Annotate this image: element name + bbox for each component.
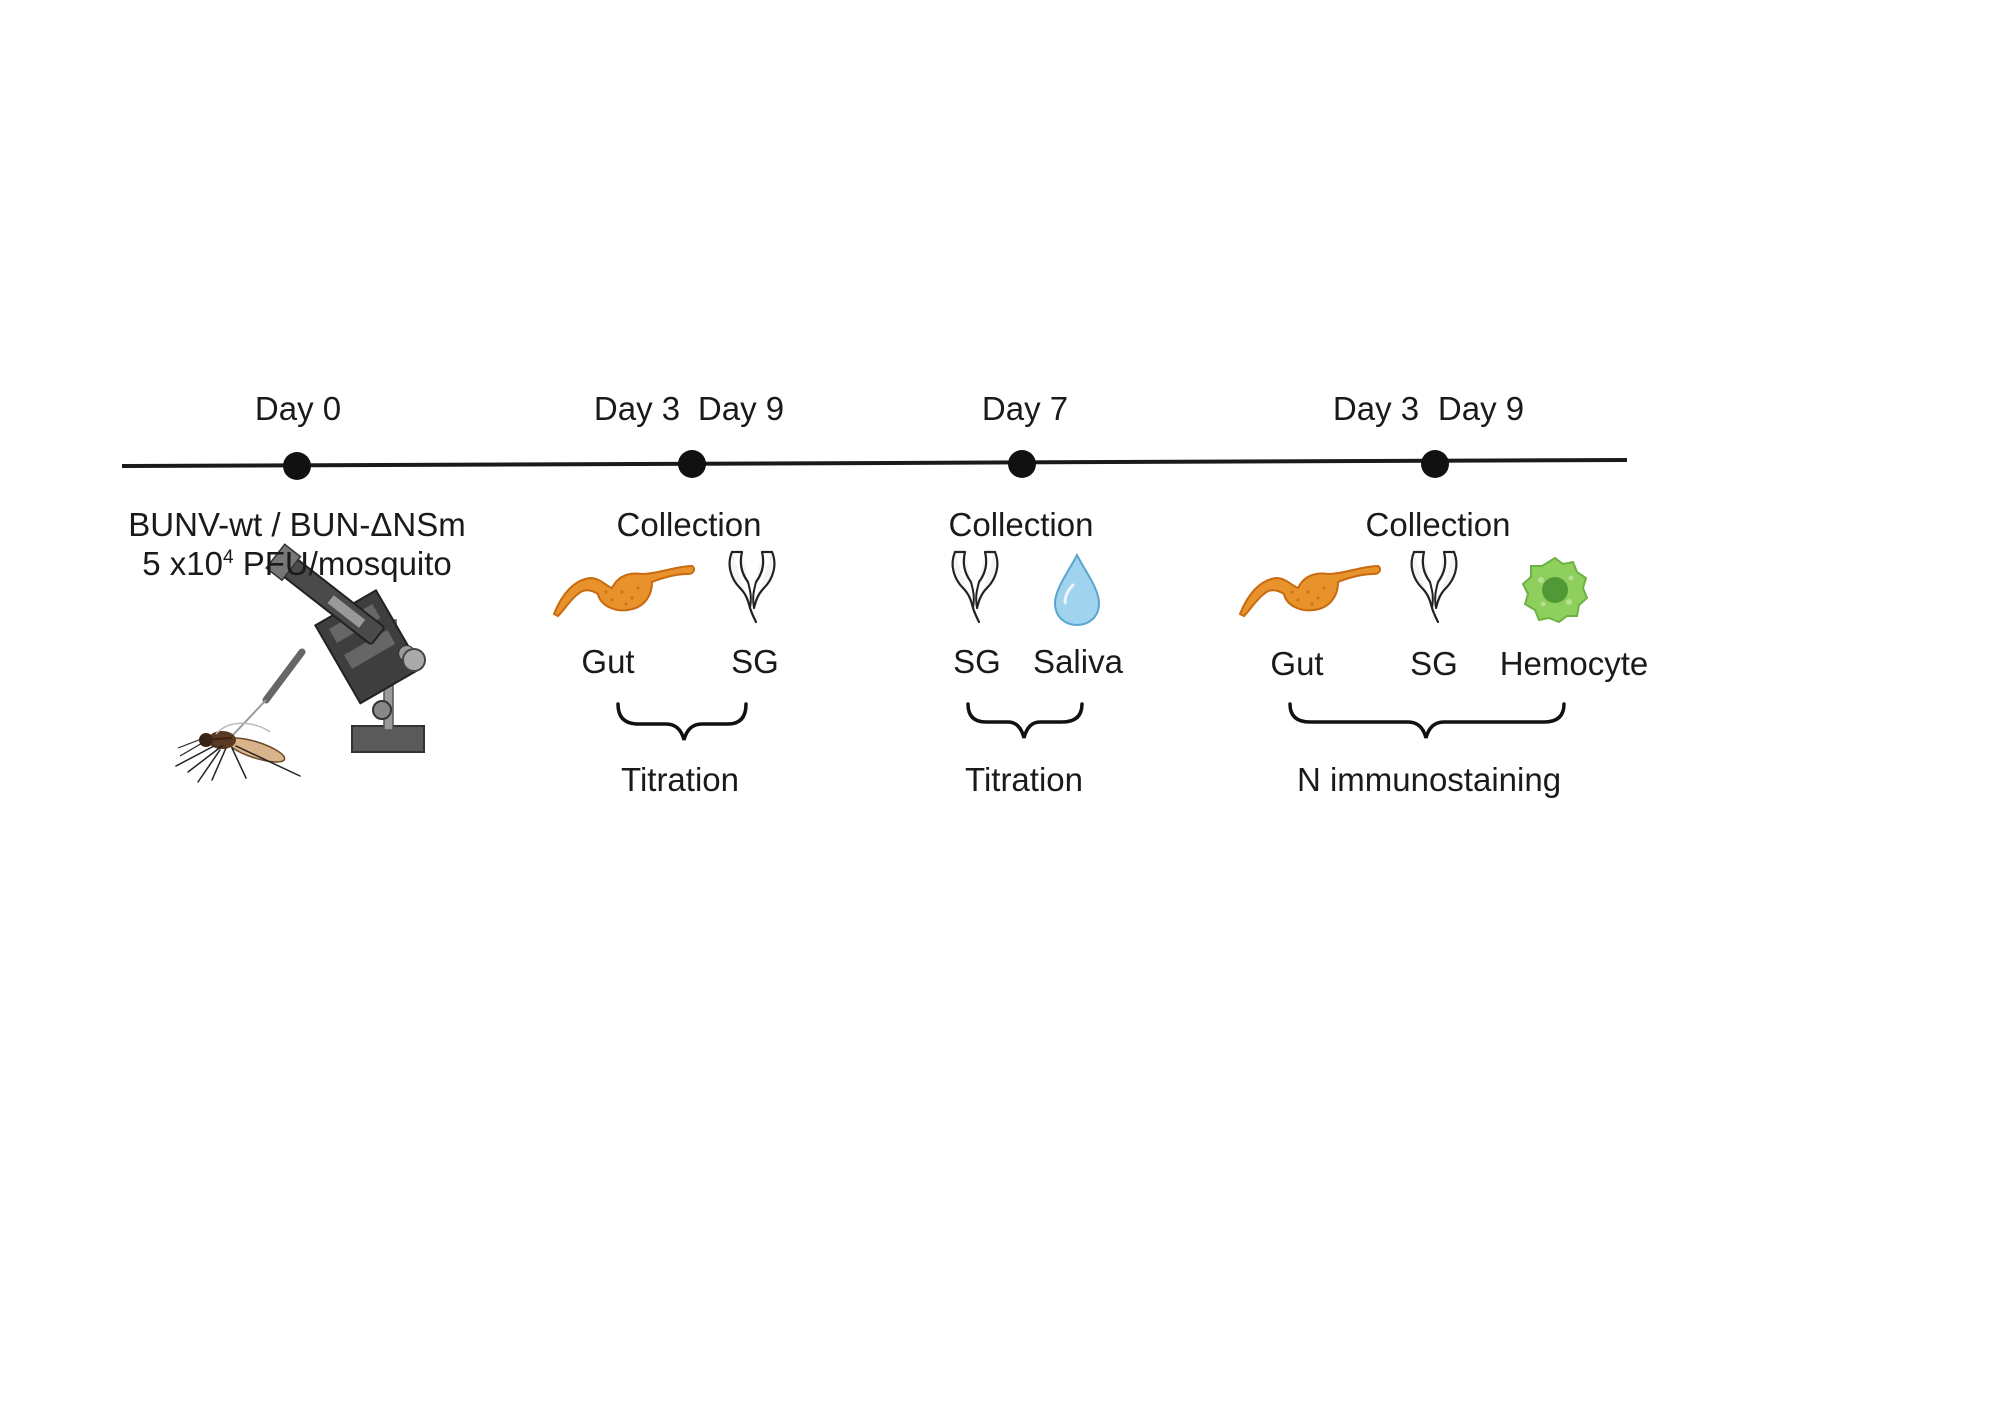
sample-label-saliva: Saliva [1033,643,1123,680]
virus-strains-label: BUNV-wt / BUN-ΔNSm [128,506,466,543]
timepoint-group1-dot [678,450,706,478]
sample-label-gut: Gut [1270,645,1324,682]
timepoint-group2-dot [1008,450,1036,478]
group2-assay-label: Titration [965,761,1083,798]
salivary-gland-icon [951,550,999,624]
group1-collection-label: Collection [616,506,762,543]
group2-day-label: Day 7 [981,390,1069,427]
day0-label: Day 0 [254,390,342,427]
dose-label: 5 x104 PFU/mosquito [142,547,452,580]
sample-label-gut: Gut [581,643,635,680]
brace-group2 [966,702,1084,739]
brace-group1 [616,702,748,741]
sample-label-sg: SG [953,643,1001,680]
timepoint-day0-dot [283,452,311,480]
timeline-axis [121,458,1628,468]
gut-icon [1239,565,1382,617]
salivary-gland-icon [728,550,776,624]
dose-prefix: 5 x10 [142,545,223,582]
saliva-drop-icon [1053,552,1101,627]
group3-day-b-label: Day 9 [1437,390,1525,427]
group3-assay-label: N immunostaining [1296,761,1562,798]
mosquito-illustration [175,722,301,783]
timepoint-group3-dot [1421,450,1449,478]
group2-collection-label: Collection [948,506,1094,543]
group1-day-a-label: Day 3 [593,390,681,427]
gut-icon [553,565,696,617]
group1-assay-label: Titration [621,761,739,798]
brace-group3 [1288,702,1566,739]
dose-exponent: 4 [222,547,234,568]
dose-suffix: PFU/mosquito [233,545,452,582]
microinjector-illustration [231,543,426,753]
group3-day-a-label: Day 3 [1332,390,1420,427]
sample-label-sg: SG [1410,645,1458,682]
group1-day-b-label: Day 9 [697,390,785,427]
group3-collection-label: Collection [1365,506,1511,543]
salivary-gland-icon [1410,550,1458,624]
sample-label-hemocyte: Hemocyte [1499,645,1649,682]
sample-label-sg: SG [731,643,779,680]
hemocyte-icon [1521,556,1589,624]
